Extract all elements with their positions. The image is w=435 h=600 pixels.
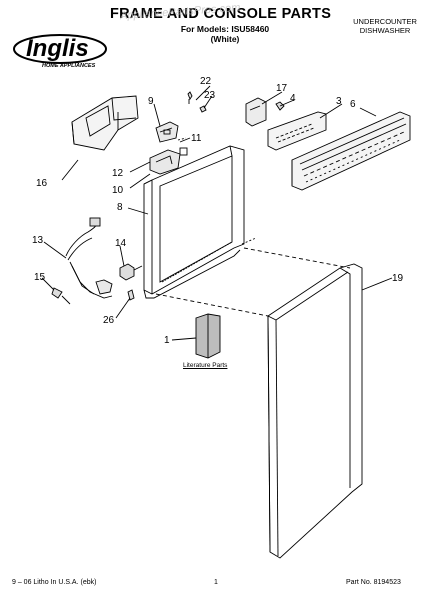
part-9-hinge: [155, 121, 179, 143]
part-6-console: [291, 111, 411, 191]
part-16-console-bracket: [71, 95, 139, 151]
product-type: UNDERCOUNTER DISHWASHER: [345, 17, 425, 35]
part-22-23-screws: [187, 91, 207, 113]
callout-1: 1: [164, 335, 170, 346]
product-type-line2: DISHWASHER: [359, 26, 411, 35]
logo-graphic: Inglis HOME APPLIANCES: [13, 34, 107, 69]
part-14-switch: [119, 263, 143, 281]
callout-11: 11: [191, 133, 202, 144]
callout-15: 15: [34, 272, 46, 283]
logo-brand: Inglis: [26, 35, 89, 62]
callout-19: 19: [392, 273, 404, 284]
part-19-door-panel: [267, 263, 363, 559]
color-line: (White): [210, 34, 240, 44]
callout-26: 26: [103, 315, 115, 326]
callout-22: 22: [200, 76, 212, 87]
part-17-bracket: [245, 97, 285, 127]
footer-page-number: 1: [214, 579, 218, 586]
part-3-control-overlay: [267, 111, 327, 151]
callout-12: 12: [112, 168, 124, 179]
part-26-clip: [127, 289, 135, 301]
model-line: For Models: ISU58460: [180, 24, 270, 34]
footer-print-info: 9 – 06 Litho In U.S.A. (ebk): [12, 579, 97, 586]
callout-8: 8: [117, 202, 123, 213]
callout-6: 6: [350, 99, 356, 110]
callout-labels: 9 22 23 11 12 10 8 16 13 14 15 26 1 17 4…: [32, 76, 404, 346]
footer-part-number: Part No. 8194523: [346, 579, 401, 586]
model-info: For Models: ISU58460 (White): [180, 24, 270, 44]
callout-14: 14: [115, 238, 127, 249]
callout-10: 10: [112, 185, 124, 196]
callout-23: 23: [204, 90, 216, 101]
part-15-screw: [51, 287, 71, 305]
callout-16: 16: [36, 178, 48, 189]
callout-17: 17: [276, 83, 288, 94]
part-13-wire-harness: [65, 217, 113, 299]
callout-3: 3: [336, 96, 342, 107]
inglis-logo: Inglis HOME APPLIANCES: [8, 27, 126, 71]
part-10-latch: [149, 147, 188, 175]
callout-4: 4: [290, 93, 296, 104]
callout-13: 13: [32, 235, 44, 246]
literature-parts-label: Literature Parts: [183, 362, 228, 369]
logo-tagline: HOME APPLIANCES: [42, 63, 96, 69]
callout-9: 9: [148, 96, 154, 107]
page-title: FRAME AND CONSOLE PARTS: [110, 6, 332, 22]
product-type-line1: UNDERCOUNTER: [353, 17, 417, 26]
part-1-literature: [195, 313, 221, 359]
part-8-door-frame: [143, 145, 245, 299]
